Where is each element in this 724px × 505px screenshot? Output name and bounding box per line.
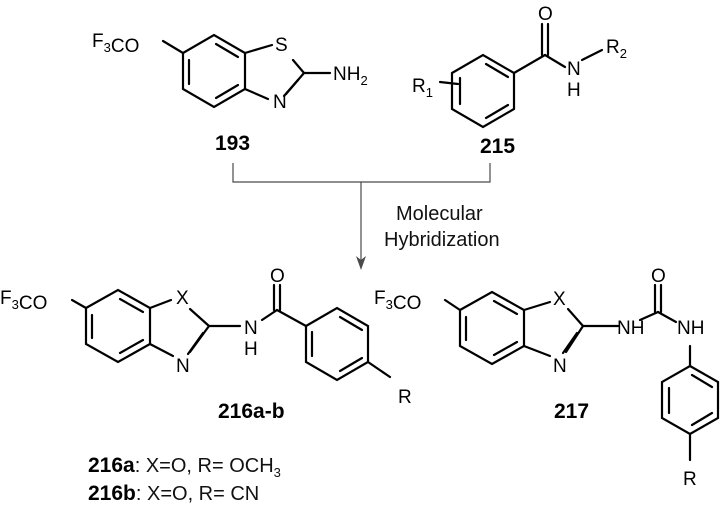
note-216a: 216a: X=O, R= OCH3: [88, 454, 281, 480]
amide-hydrogen: H: [567, 80, 581, 101]
amide-hydrogen: H: [244, 339, 258, 360]
r2-substituent: R2: [606, 37, 627, 61]
heteroatom-x: X: [176, 288, 189, 309]
trifluoromethoxy-label: F3CO: [374, 288, 421, 314]
note-216b-id: 216b: [88, 482, 136, 505]
sulfur-atom: S: [275, 35, 288, 56]
compound-label-216a-b: 216a-b: [218, 400, 285, 423]
ring-nitrogen: N: [176, 356, 190, 377]
r-substituent: R: [398, 387, 412, 408]
compound-label-217: 217: [554, 400, 589, 423]
compound-label-193: 193: [215, 132, 250, 155]
compound-215-structure: O N H R2 R1 215: [412, 4, 627, 158]
r1-substituent: R1: [412, 76, 433, 100]
substituent-notes: 216a: X=O, R= OCH3 216b: X=O, R= CN: [88, 454, 281, 505]
compound-label-215: 215: [480, 135, 515, 158]
compound-217-structure: F3CO X N NH NH O R 217: [374, 266, 720, 490]
heteroatom-x: X: [553, 289, 566, 310]
amide-nitrogen: N: [244, 318, 258, 339]
carbonyl-oxygen: O: [270, 266, 285, 287]
carbonyl-oxygen: O: [651, 266, 666, 287]
ring-nitrogen: N: [553, 356, 567, 377]
compound-216-structure: F3CO X N N H O R 216a-b: [0, 266, 412, 423]
compound-193-structure: F3CO S N NH2 193: [92, 31, 368, 155]
carbonyl-oxygen: O: [538, 4, 553, 25]
note-216b-text: : X=O, R= CN: [136, 483, 259, 505]
note-216b: 216b: X=O, R= CN: [88, 482, 259, 505]
amine-label: NH2: [333, 64, 368, 88]
arrow-label-line2: Hybridization: [384, 229, 500, 251]
urea-nh-1: NH: [617, 318, 644, 339]
hybridization-arrow: Molecular Hybridization: [232, 163, 500, 270]
urea-nh-2: NH: [677, 318, 704, 339]
arrow-label-line1: Molecular: [396, 203, 483, 225]
note-216a-text: : X=O, R= OCH3: [135, 455, 281, 480]
trifluoromethoxy-label: F3CO: [0, 288, 47, 314]
trifluoromethoxy-label: F3CO: [92, 31, 139, 57]
note-216a-id: 216a: [88, 454, 135, 477]
amide-nitrogen: N: [567, 59, 581, 80]
r-substituent: R: [683, 469, 697, 490]
nitrogen-atom: N: [273, 92, 287, 113]
